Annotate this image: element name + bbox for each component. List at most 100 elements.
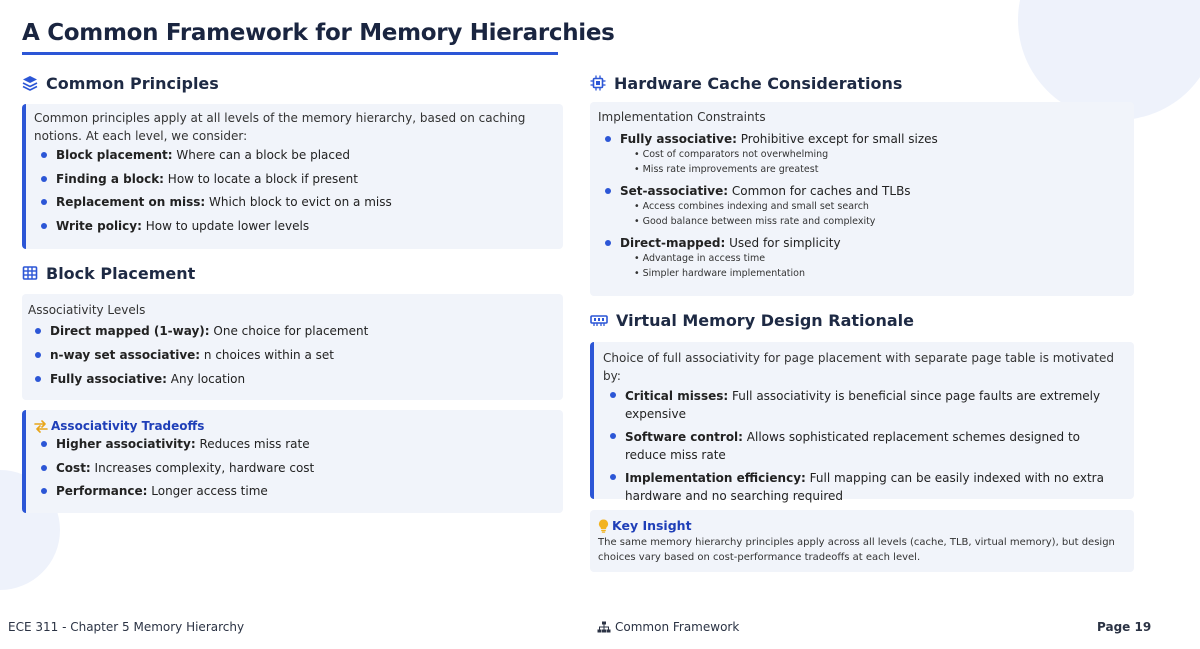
sub-item: •Advantage in access time: [634, 253, 766, 264]
layers-icon: [22, 76, 38, 91]
item-text: Where can a block be placed: [172, 148, 351, 162]
sub-item: •Access combines indexing and small set …: [634, 201, 869, 212]
item-term: Implementation efficiency:: [625, 471, 806, 485]
footer-section-label: Common Framework: [615, 620, 740, 634]
virtual-memory-panel: Choice of full associativity for page pl…: [590, 342, 1134, 503]
item-term: Cost:: [56, 460, 91, 475]
hardware-cache-heading: Hardware Cache Considerations: [590, 70, 1134, 96]
table-icon: [22, 266, 38, 280]
list-item: Critical misses: Full associativity is b…: [603, 387, 1124, 423]
item-term: Set-associative:: [620, 184, 729, 198]
item-text: Full mapping can be easily indexed with …: [625, 471, 1104, 503]
list-item: Implementation efficiency: Full mapping …: [603, 469, 1124, 505]
list-item: Higher associativity: Reduces miss rate: [34, 436, 555, 452]
footer-course: ECE 311 - Chapter 5 Memory Hierarchy: [8, 620, 245, 634]
associativity-levels-title: Associativity Levels: [28, 303, 146, 317]
sub-item-text: Access combines indexing and small set s…: [642, 201, 869, 212]
sub-list: •Access combines indexing and small set …: [620, 200, 1126, 229]
sub-list: •Cost of comparators not overwhelming •M…: [620, 148, 1126, 177]
list-item: Cost: Increases complexity, hardware cos…: [34, 460, 555, 476]
item-text: Any location: [166, 372, 246, 386]
list-item: Replacement on miss: Which block to evic…: [34, 194, 555, 210]
common-principles-intro: Common principles apply at all levels of…: [34, 111, 526, 143]
list-item: Fully associative: Any location: [28, 371, 557, 387]
item-term: Finding a block:: [56, 171, 164, 186]
key-insight-text: The same memory hierarchy principles app…: [598, 537, 1115, 563]
common-principles-heading: Common Principles: [22, 70, 563, 96]
block-placement-heading: Block Placement: [22, 260, 563, 286]
item-term: Higher associativity:: [56, 437, 196, 451]
tradeoffs-title: Associativity Tradeoffs: [51, 419, 205, 433]
list-item: Software control: Allows sophisticated r…: [603, 428, 1124, 464]
list-item: Write policy: How to update lower levels: [34, 218, 555, 234]
list-item: Direct-mapped: Used for simplicity •Adva…: [598, 235, 1126, 281]
page-title: A Common Framework for Memory Hierarchie…: [22, 20, 615, 55]
sub-item: •Miss rate improvements are greatest: [634, 163, 819, 175]
sub-item-text: Good balance between miss rate and compl…: [642, 215, 876, 227]
implementation-constraints-title: Implementation Constraints: [598, 110, 766, 124]
item-text: n choices within a set: [200, 348, 334, 362]
sub-list: •Advantage in access time •Simpler hardw…: [620, 252, 1126, 281]
key-insight-title: Key Insight: [612, 518, 692, 533]
item-text: Longer access time: [147, 484, 268, 498]
swap-arrows-icon: [34, 419, 48, 433]
item-text: Which block to evict on a miss: [205, 195, 392, 209]
item-term: Direct-mapped:: [620, 236, 726, 250]
item-text: Used for simplicity: [725, 236, 841, 250]
sub-item: •Good balance between miss rate and comp…: [634, 215, 876, 227]
associativity-tradeoffs-panel: Associativity Tradeoffs Higher associati…: [22, 410, 563, 513]
sub-item: •Cost of comparators not overwhelming: [634, 149, 829, 160]
item-text: How to update lower levels: [141, 218, 310, 233]
sub-item: •Simpler hardware implementation: [634, 267, 806, 279]
item-term: n-way set associative:: [50, 348, 201, 362]
item-term: Critical misses:: [625, 389, 729, 403]
list-item: Fully associative: Prohibitive except fo…: [598, 131, 1126, 177]
footer-section: Common Framework: [597, 620, 739, 634]
item-text: Full associativity is beneficial since p…: [625, 389, 1101, 421]
virtual-memory-intro: Choice of full associativity for page pl…: [603, 351, 1115, 383]
item-term: Software control:: [625, 430, 743, 444]
page-number: Page 19: [1097, 620, 1152, 634]
item-text: Reduces miss rate: [195, 437, 310, 451]
common-principles-panel: Common principles apply at all levels of…: [22, 104, 563, 249]
item-text: One choice for placement: [209, 324, 369, 338]
sub-item-text: Simpler hardware implementation: [642, 267, 806, 279]
item-term: Direct mapped (1-way):: [50, 324, 210, 338]
list-item: Direct mapped (1-way): One choice for pl…: [28, 323, 557, 339]
memory-icon: [590, 315, 608, 326]
virtual-memory-heading: Virtual Memory Design Rationale: [590, 307, 1134, 333]
right-column: Hardware Cache Considerations Implementa…: [590, 70, 1134, 572]
virtual-memory-list: Critical misses: Full associativity is b…: [603, 387, 1124, 505]
section-title: Hardware Cache Considerations: [614, 73, 903, 93]
sitemap-icon: [597, 621, 611, 633]
item-text: Prohibitive except for small sizes: [736, 132, 938, 146]
item-text: Allows sophisticated replacement schemes…: [625, 430, 1080, 462]
item-text: How to locate a block if present: [163, 171, 358, 186]
tradeoffs-heading: Associativity Tradeoffs: [34, 419, 555, 433]
lightbulb-icon: [598, 518, 609, 533]
item-term: Write policy:: [56, 218, 142, 233]
key-insight-panel: Key Insight The same memory hierarchy pr…: [590, 510, 1134, 572]
key-insight-heading: Key Insight: [598, 518, 1126, 533]
implementation-constraints-panel: Implementation Constraints Fully associa…: [590, 102, 1134, 296]
item-term: Replacement on miss:: [56, 195, 206, 209]
item-text: Increases complexity, hardware cost: [90, 460, 315, 475]
section-title: Virtual Memory Design Rationale: [616, 310, 915, 330]
item-term: Fully associative:: [620, 132, 737, 146]
list-item: n-way set associative: n choices within …: [28, 347, 557, 363]
sub-item-text: Advantage in access time: [642, 253, 766, 264]
section-title: Common Principles: [46, 73, 219, 93]
list-item: Performance: Longer access time: [34, 483, 555, 499]
left-column: Common Principles Common principles appl…: [22, 70, 563, 513]
sub-item-text: Cost of comparators not overwhelming: [642, 149, 829, 160]
chip-icon: [590, 75, 606, 91]
section-title: Block Placement: [46, 263, 196, 283]
common-principles-list: Block placement: Where can a block be pl…: [34, 147, 555, 234]
list-item: Set-associative: Common for caches and T…: [598, 183, 1126, 229]
list-item: Finding a block: How to locate a block i…: [34, 171, 555, 187]
item-text: Common for caches and TLBs: [728, 184, 911, 198]
list-item: Block placement: Where can a block be pl…: [34, 147, 555, 163]
item-term: Performance:: [56, 484, 148, 498]
item-term: Fully associative:: [50, 372, 167, 386]
associativity-levels-list: Direct mapped (1-way): One choice for pl…: [28, 323, 557, 387]
